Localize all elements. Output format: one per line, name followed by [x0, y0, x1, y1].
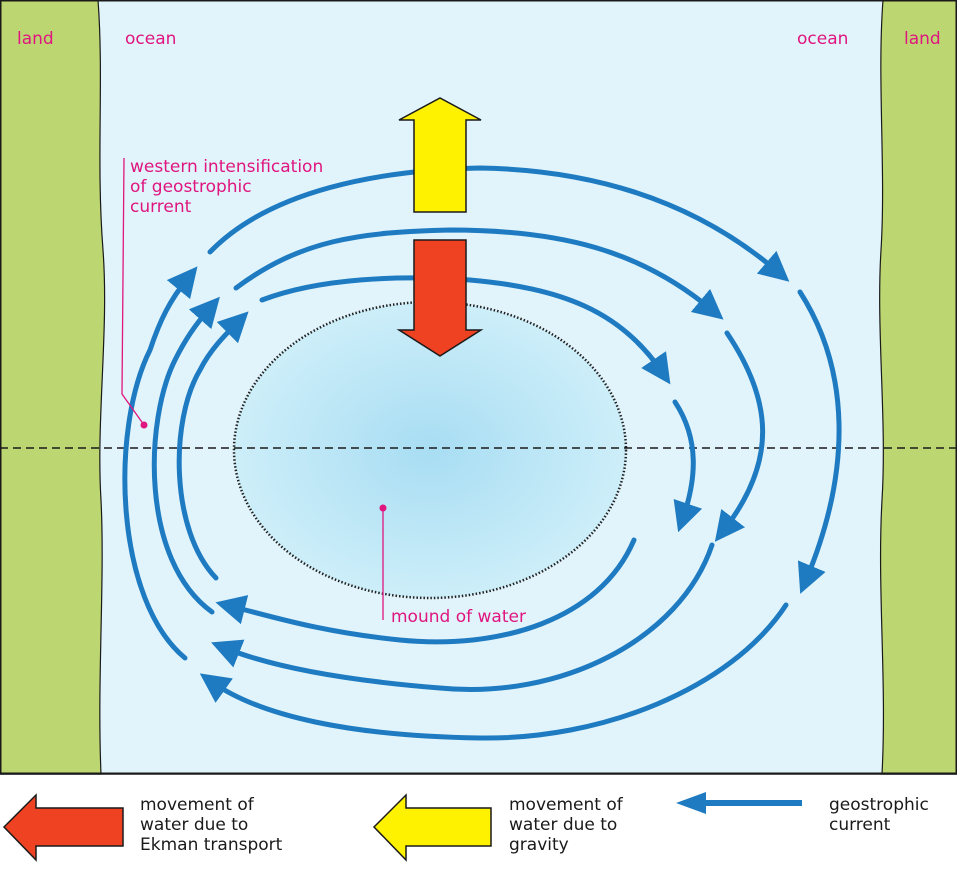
land-left-label: land — [17, 29, 54, 49]
current-inner — [176, 275, 703, 645]
current-arrow — [199, 602, 789, 741]
current-arrow — [714, 330, 766, 542]
current-arrow — [211, 542, 715, 692]
legend-ekman-label: movement of water due to Ekman transport — [140, 795, 283, 855]
mound-dot — [379, 504, 387, 512]
current-arrow — [797, 289, 842, 594]
mound-of-water-label: mound of water — [391, 607, 526, 627]
land-right-label: land — [904, 29, 941, 49]
legend-gravity-label: movement of water due to gravity — [509, 795, 623, 855]
ocean-right-label: ocean — [797, 29, 849, 49]
land-left — [0, 0, 106, 775]
land-right — [879, 0, 957, 775]
current-outer — [122, 165, 842, 741]
current-arrow — [672, 399, 703, 533]
western-intensification-leader — [121, 157, 145, 426]
legend-geostrophic-label: geostrophic current — [829, 795, 929, 835]
western-intensification-label: western intensification of geostrophic c… — [130, 157, 324, 217]
western-intensification-dot — [140, 421, 148, 429]
current-arrow — [233, 227, 724, 320]
legend-red-arrow-icon — [2, 793, 124, 862]
current-arrow — [151, 296, 220, 615]
ocean-left-label: ocean — [125, 29, 177, 49]
gravity-arrow — [398, 97, 482, 213]
current-arrow — [207, 165, 790, 282]
current-arrow — [215, 537, 637, 645]
ekman-arrow — [396, 239, 484, 357]
current-arrow — [176, 311, 249, 581]
current-arrow — [259, 275, 671, 385]
mound-of-water — [232, 300, 628, 600]
current-middle — [151, 227, 766, 692]
legend-blue-arrow-icon — [676, 792, 802, 814]
legend-yellow-arrow-icon — [372, 793, 492, 862]
current-arrow — [122, 266, 198, 661]
